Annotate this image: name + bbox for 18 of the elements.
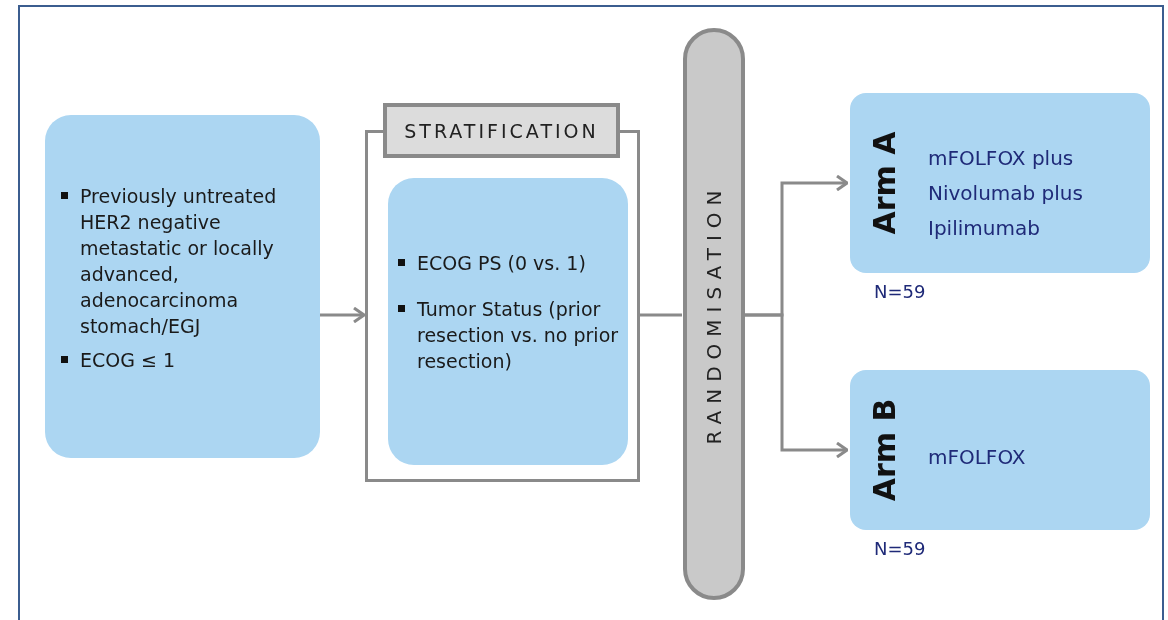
stratification-header: STRATIFICATION [383,103,620,158]
criteria-box [45,115,320,458]
arrow [320,306,366,324]
bullet-text: ECOG PS (0 vs. 1) [417,251,586,276]
regimen-text: mFOLFOX plus Nivolumab plus Ipilimumab [928,145,1084,242]
randomisation-label: RANDOMISATION [702,183,726,445]
treatment-arm-box [850,370,1150,530]
bullet-text: Tumor Status (prior resection vs. no prior resection) [417,297,620,374]
stratification-factors-box [388,178,628,465]
sample-size: N=59 [874,538,926,559]
sample-size: N=59 [874,281,926,302]
regimen-text: mFOLFOX [928,444,1027,471]
arm-label: Arm A [866,131,902,235]
arm-label: Arm B [866,398,902,502]
bullet-text: ECOG ≤ 1 [80,348,176,373]
treatment-arm-box [850,93,1150,273]
bullet-text: Previously untreated HER2 negative metastatic or locally advanced, adenocarcinoma stomach/EGJ [80,184,278,339]
arrow [745,313,849,459]
